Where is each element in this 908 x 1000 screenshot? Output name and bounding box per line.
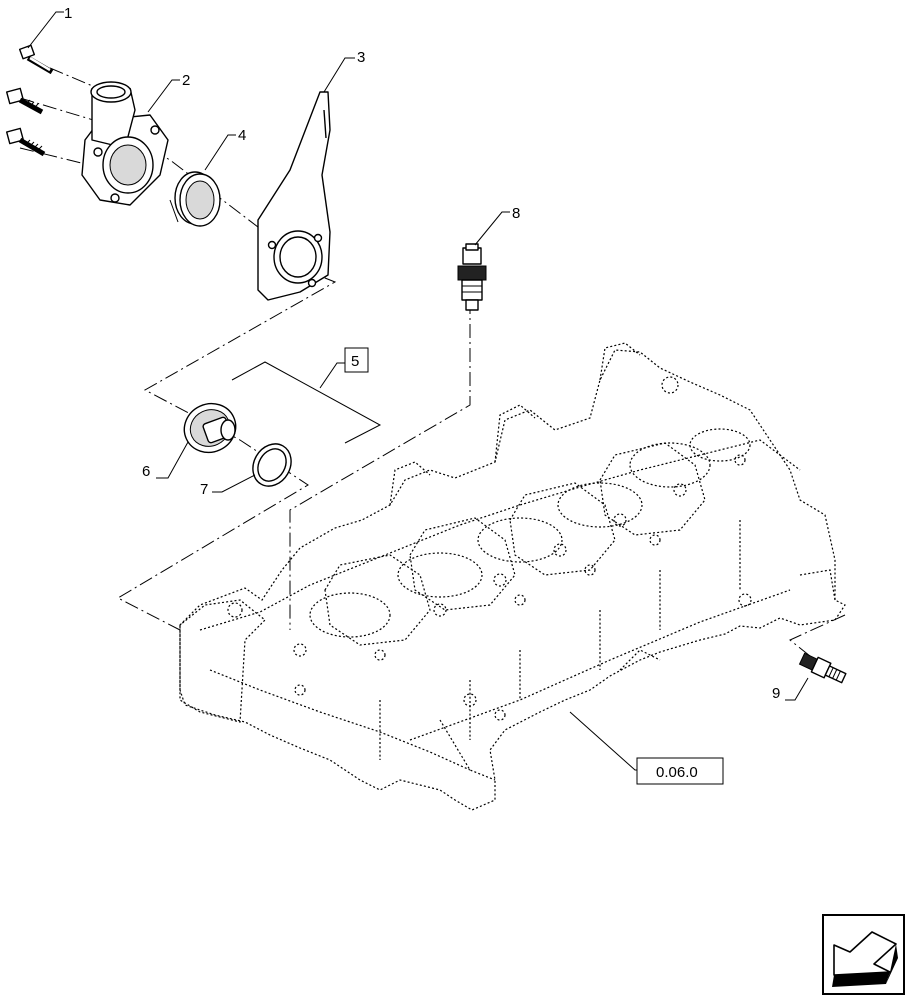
callout-labels: 1 2 3 4 8 6 7 9 (64, 5, 780, 702)
part-9-sensor (798, 652, 847, 684)
callout-7: 7 (200, 481, 208, 498)
callout-1: 1 (64, 5, 72, 22)
kit-bracket (231, 361, 382, 444)
reference-label: 0.06.0 (656, 764, 698, 781)
leader-lines (27, 11, 809, 771)
part-1-bolt (18, 44, 54, 75)
cylinder-head-phantom (179, 342, 846, 811)
part-studs (5, 87, 46, 157)
callout-6: 6 (142, 463, 150, 480)
reference-box[interactable]: 0.06.0 (636, 757, 724, 785)
part-7-oring (252, 443, 292, 487)
callout-4: 4 (238, 127, 246, 144)
part-2-housing (81, 81, 169, 206)
callout-8: 8 (512, 205, 520, 222)
part-4-seal (169, 171, 221, 227)
part-8-sender (457, 243, 487, 311)
part-6-thermostat (183, 402, 237, 454)
callout-3: 3 (357, 49, 365, 66)
back-arrow-icon[interactable] (822, 914, 905, 995)
callout-9: 9 (772, 685, 780, 702)
callout-5: 5 (351, 353, 359, 370)
callout-2: 2 (182, 72, 190, 89)
part-3-gasket (257, 91, 331, 301)
callout-5-box[interactable]: 5 (344, 347, 369, 373)
